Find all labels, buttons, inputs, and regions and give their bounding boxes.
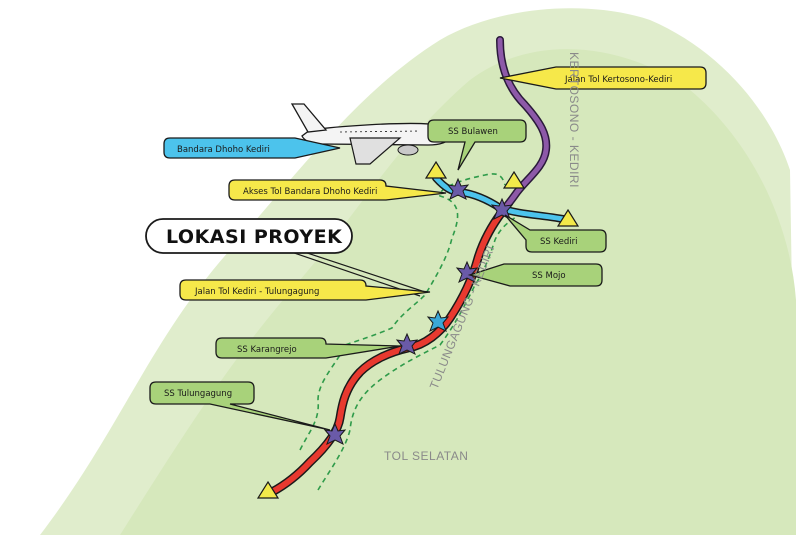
- map-background-inner: [120, 49, 796, 535]
- triangle-marker-icon: [424, 160, 448, 179]
- star-marker-icon: [490, 197, 514, 221]
- project-location-title: LOKASI PROYEK: [166, 226, 343, 248]
- label-toll-kediri-tulungagung: Jalan Tol Kediri - Tulungagung: [194, 287, 319, 297]
- label-toll-kertosono: Jalan Tol Kertosono-Kediri: [564, 75, 672, 85]
- label-ss-bulawen: SS Bulawen: [448, 127, 498, 137]
- callout-ss-bulawen: SS Bulawen: [427, 119, 527, 171]
- callout-airport: Bandara Dhoho Kediri: [163, 137, 341, 159]
- triangle-marker-icon: [256, 480, 280, 499]
- triangle-marker-icon: [502, 170, 526, 189]
- label-akses-tol: Akses Tol Bandara Dhoho Kediri: [243, 187, 377, 197]
- star-marker-icon: [426, 309, 450, 333]
- callout-ss-karangrejo: SS Karangrejo: [215, 337, 401, 359]
- road-name-kertosono-kediri: KERTOSONO - KEDIRI: [567, 52, 581, 188]
- star-marker-icon: [323, 422, 347, 446]
- callout-ss-tulungagung: SS Tulungagung: [149, 381, 331, 431]
- toll-road-kediri-tulungagung-fill: [269, 209, 505, 495]
- airport-access-road-fill: [433, 175, 571, 223]
- callout-ss-mojo: SS Mojo: [467, 263, 603, 287]
- star-marker-icon: [446, 177, 470, 201]
- callout-akses-tol: Akses Tol Bandara Dhoho Kediri: [228, 179, 447, 201]
- star-marker-icon: [455, 260, 479, 284]
- callout-project-location: LOKASI PROYEK: [145, 218, 353, 254]
- label-airport: Bandara Dhoho Kediri: [177, 145, 270, 155]
- callout-toll-kertosono: Jalan Tol Kertosono-Kediri: [499, 66, 707, 90]
- callout-toll-kediri-tulungagung: Jalan Tol Kediri - Tulungagung: [179, 279, 431, 301]
- label-ss-kediri: SS Kediri: [540, 237, 578, 247]
- star-marker-icon: [395, 332, 419, 356]
- toll-road-kertosono-kediri-fill: [497, 37, 549, 215]
- airplane-icon: [290, 103, 451, 165]
- label-ss-karangrejo: SS Karangrejo: [237, 345, 297, 355]
- label-ss-tulungagung: SS Tulungagung: [164, 389, 232, 399]
- label-ss-mojo: SS Mojo: [532, 271, 566, 281]
- triangle-marker-icon: [556, 208, 580, 227]
- corridor-dashed-right: [317, 214, 521, 491]
- road-name-tol-selatan: TOL SELATAN: [384, 449, 468, 463]
- callout-ss-kediri: SS Kediri: [504, 214, 607, 253]
